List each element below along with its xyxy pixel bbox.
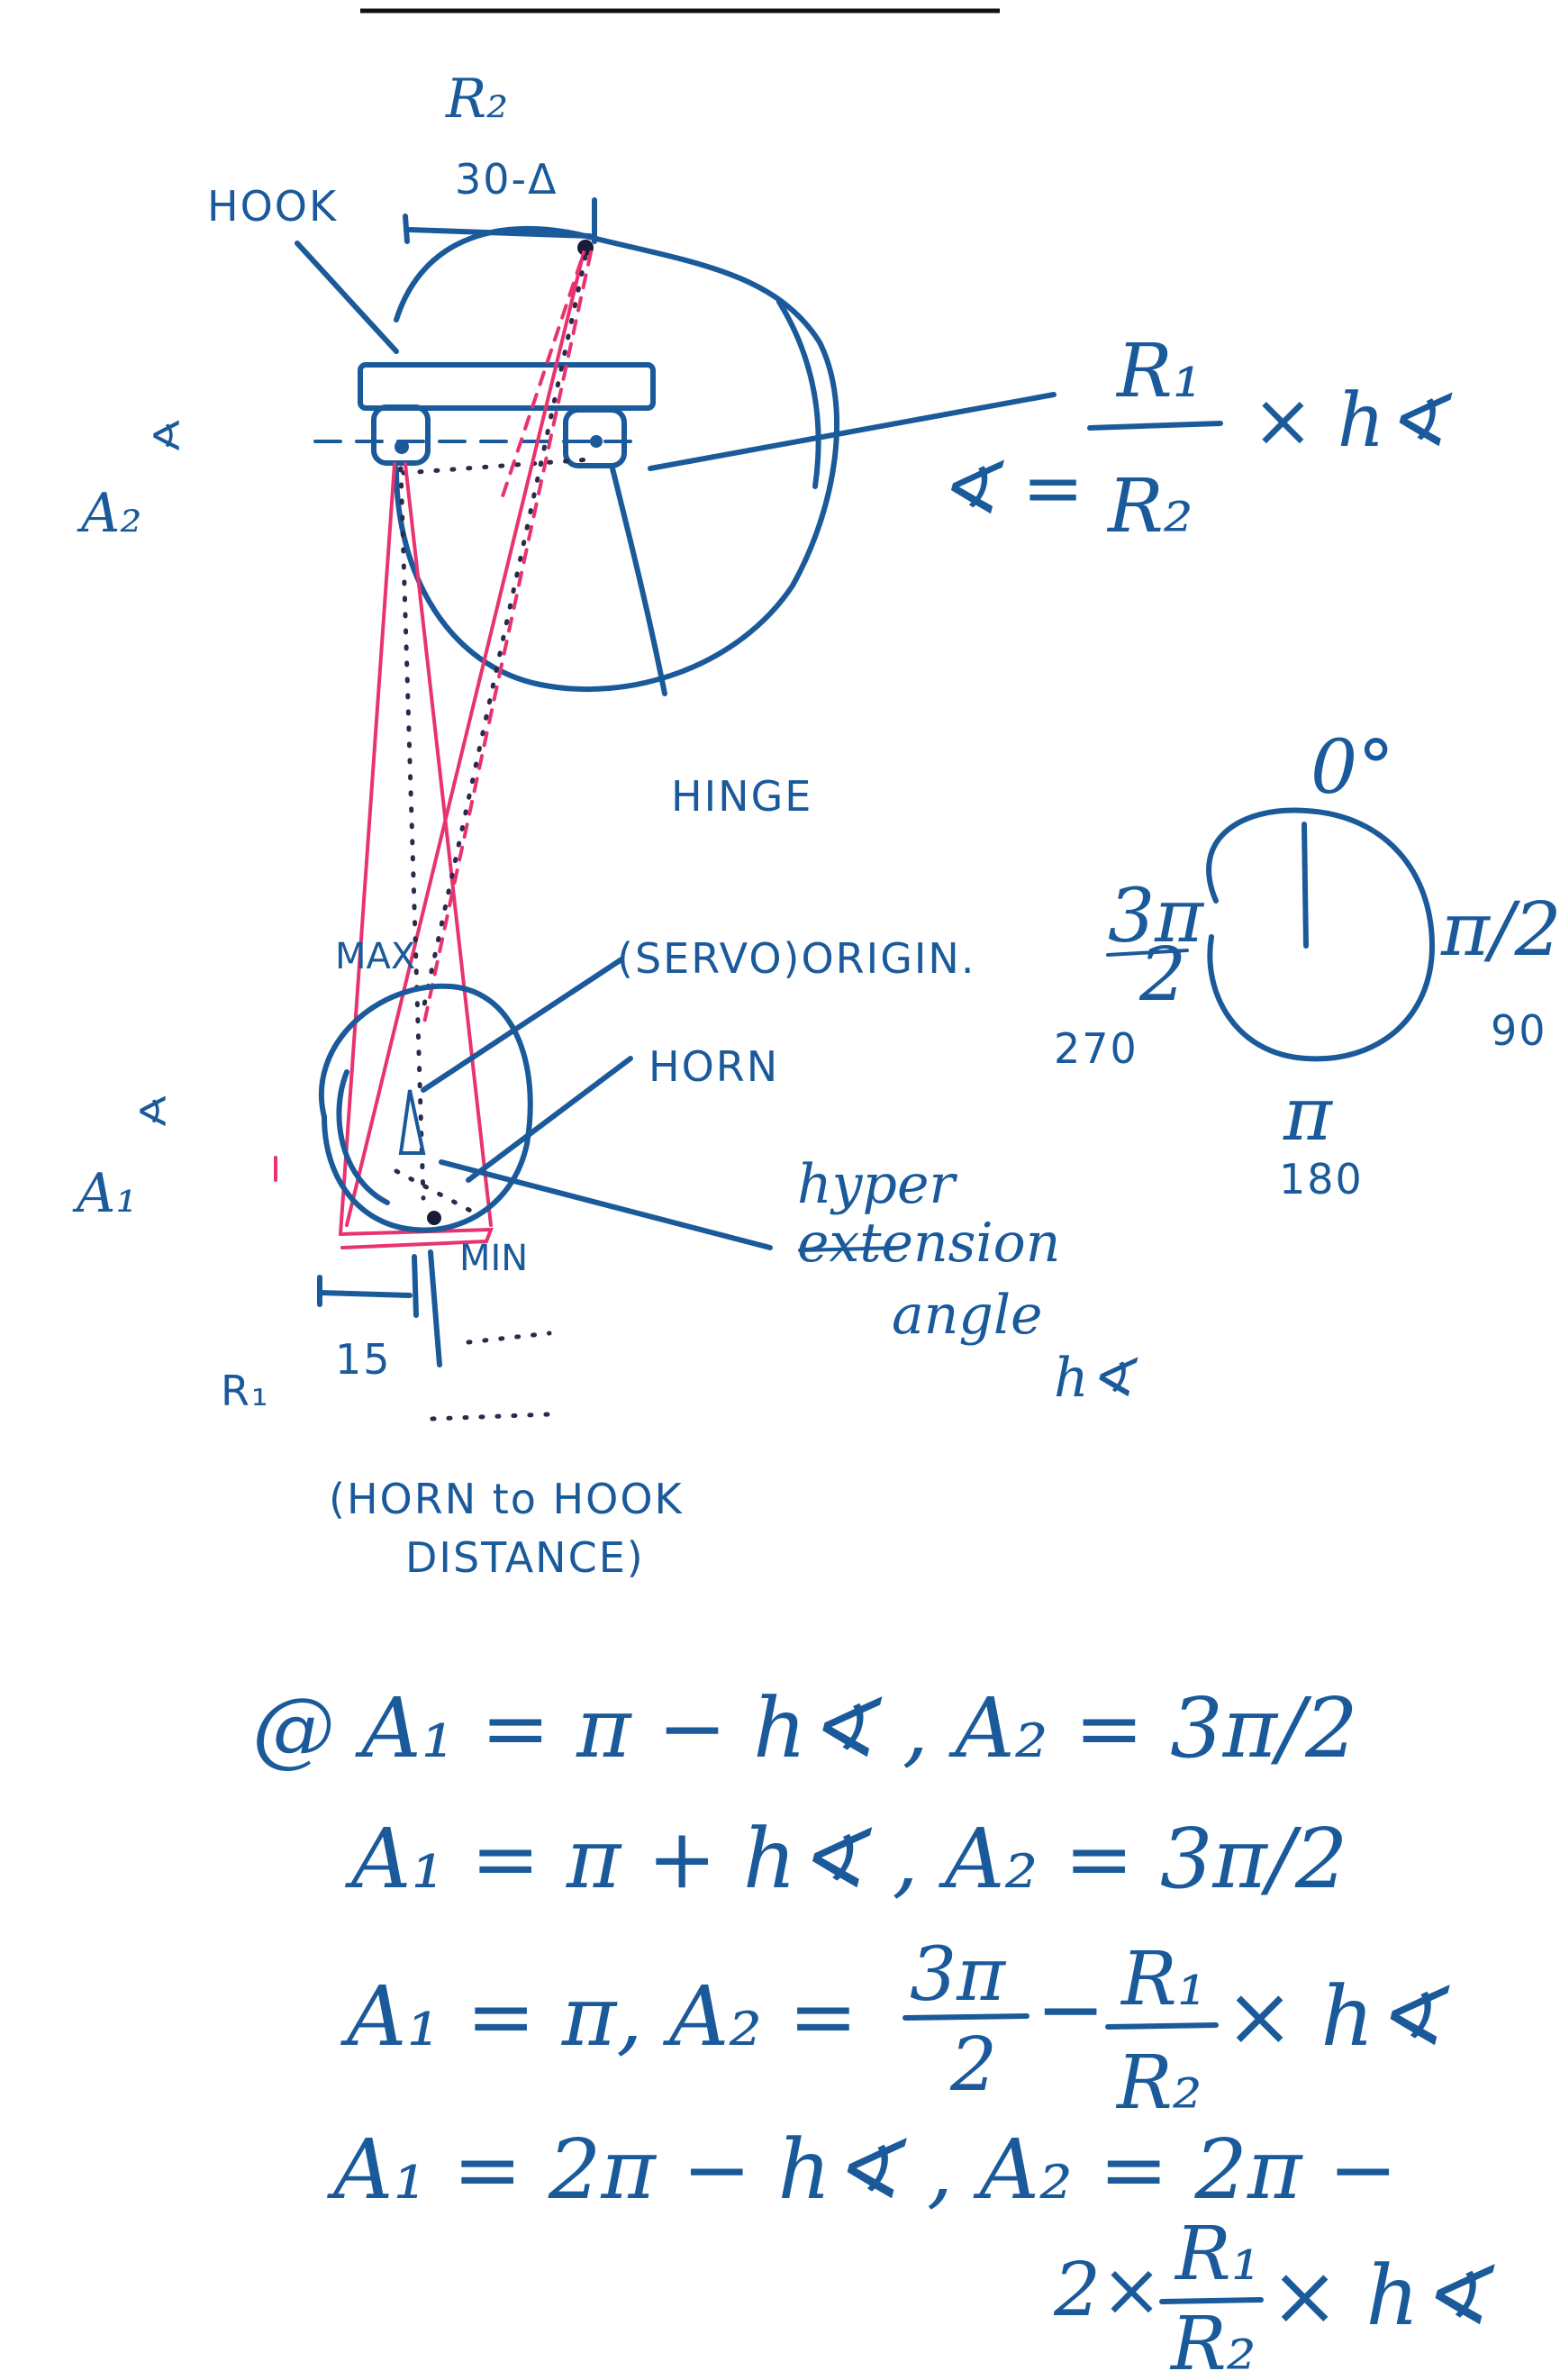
dial-circle [1206,807,1435,1062]
formula-lhs: ∢ = [937,446,1084,531]
equation-line-1: @ A₁ = π − h∢ , A₂ = 3π/2 [252,1680,1358,1776]
equation-line-3-minus: − [1036,1961,1105,2058]
dial-needle [1302,822,1309,949]
equation-line-3-r-num: R₁ [1120,1937,1207,2022]
a2-angle-label: ∢ [149,412,186,460]
equation-line-3-frac-bar [902,2013,1029,2021]
a1-label: A₁ [72,1162,137,1225]
servo-origin-label: (SERVO)ORIGIN. [617,934,975,983]
r2-dimension-line [407,227,593,239]
formula-leader [648,392,1057,471]
dim15-label: 15 [335,1335,392,1384]
hook-hinge-dots [401,457,593,476]
dial-left-bar [1106,949,1189,957]
horn-label: HORN [648,1042,779,1091]
pink-line-top-right [422,250,593,1029]
hinge-wheel-circle [394,225,840,693]
hinge-leader [610,466,667,696]
pink-line-top-left [345,250,585,1227]
hyper-leader [439,1159,773,1250]
a2-label: A₂ [77,482,141,545]
dial-left-den: 2 [1138,932,1186,1018]
horn-point [427,1211,441,1225]
equation-line-5-pre: 2× [1053,2248,1163,2333]
hook-distance-dots-2 [430,1412,552,1422]
equation-line-3-r-den: R₂ [1115,2040,1202,2126]
wheel-stroke-right [776,299,821,489]
a1-angle-label: ∢ [135,1087,172,1136]
servo-origin-leader [421,957,624,1093]
dial-right-deg: 90 [1491,1006,1547,1055]
hook-bar [358,362,656,411]
dial-bottom-deg: 180 [1279,1155,1364,1204]
equation-line-5-den: R₂ [1169,2302,1256,2380]
servo-circle [318,983,533,1233]
angle-dial: 0° π/2 90 3π 2 270 π 180 [1054,725,1560,1204]
equation-line-5-bar [1159,2297,1264,2304]
formula-rhs: × h∢ [1252,378,1453,464]
formula-den: R₂ [1106,464,1193,550]
ratio-formula: ∢ = R₁ R₂ × h∢ [937,329,1453,550]
r2-label: R₂ [445,68,508,131]
equation-line-5-num: R₁ [1174,2212,1261,2297]
horn-hook-label-2: DISTANCE) [405,1533,645,1582]
horn-hook-label-1: (HORN to HOOK [329,1475,684,1523]
equation-line-2: A₁ = π + h∢ , A₂ = 3π/2 [344,1811,1347,1907]
dial-left-num: 3π [1108,874,1205,959]
equation-line-4: A₁ = 2π − h∢ , A₂ = 2π − [326,2121,1398,2218]
equation-line-3-frac-den: 2 [949,2022,997,2108]
equation-line-3-r-bar [1105,2022,1219,2030]
dial-top: 0° [1311,725,1394,811]
hook-leader [295,241,399,354]
over-strikethrough [798,1246,902,1252]
equation-line-5-tail: × h∢ [1270,2248,1496,2344]
servo [274,957,773,1422]
formula-num: R₁ [1115,329,1202,414]
equations: @ A₁ = π − h∢ , A₂ = 3π/2 A₁ = π + h∢ , … [252,1680,1496,2380]
dim15-extension [428,1249,442,1367]
dim15-tick-right [412,1254,419,1318]
hinge-label: HINGE [671,772,812,821]
horn-leader [466,1056,633,1183]
servo-origin-triangle [398,1089,426,1155]
equation-line-3-frac-num: 3π [910,1932,1007,2018]
hyper-label: hyper [797,1153,957,1216]
angle-word-label: angle [892,1284,1043,1347]
equation-line-3-tail: × h∢ [1225,1968,1451,2065]
hinge-point [590,435,603,448]
pink-line-max-right [404,462,493,1227]
dial-bottom: π [1283,1072,1334,1158]
dial-left-deg: 270 [1054,1024,1138,1073]
r2-dimension-tick-left [403,213,410,244]
r1-label: R₁ [221,1367,269,1415]
hook-distance-dots [466,1331,552,1345]
pink-line-max-left [339,462,396,1236]
linkage-lines [339,250,593,1249]
hook-label: HOOK [207,182,338,231]
servo-inner-stroke [336,1069,390,1205]
pink-line-top-mid [498,259,583,506]
hook-block [371,404,431,466]
min-label: MIN [459,1238,528,1279]
hinge-block [563,407,627,468]
dim15-line [317,1290,413,1298]
h-angle-label: h∢ [1054,1347,1138,1410]
equation-line-3a: A₁ = π, A₂ = [340,1968,858,2065]
extension-label: extension [797,1212,1060,1275]
dotted-link-right [421,254,588,1012]
dim30-label: 30-Δ [455,155,558,204]
max-label: MAX [335,936,415,977]
hinge-mechanism [295,197,1057,696]
horn-dots [394,1168,480,1217]
dial-right-frac: π/2 [1440,887,1560,973]
formula-bar [1087,421,1223,431]
